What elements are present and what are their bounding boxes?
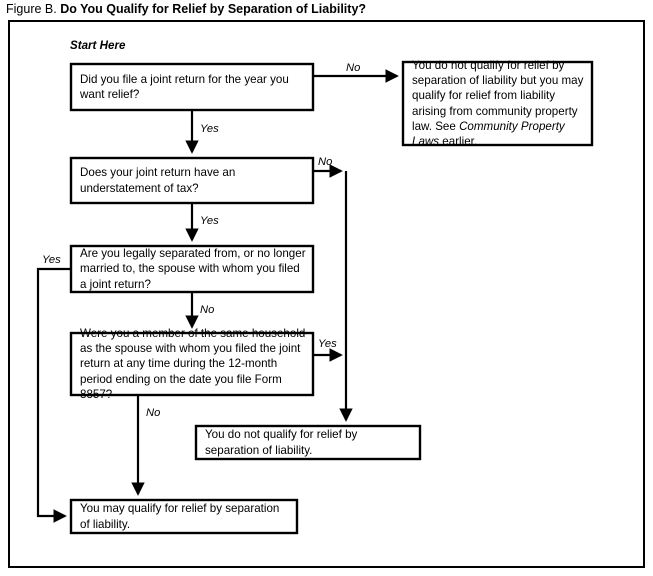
edge-label-q4-yes: Yes bbox=[318, 338, 337, 350]
box-community-outline bbox=[401, 60, 594, 147]
box-q4: Were you a member of the same household … bbox=[71, 327, 313, 401]
box-may-qualify-outline bbox=[69, 498, 299, 535]
edge-label-q2-no: No bbox=[318, 156, 333, 168]
community-property-laws-ref: Community Property Laws bbox=[412, 119, 565, 148]
box-q1: Did you file a joint return for the year… bbox=[71, 64, 313, 110]
box-q4-text: Were you a member of the same household … bbox=[80, 327, 306, 401]
box-q4-outline bbox=[69, 331, 315, 397]
edge-label-q3-yes: Yes bbox=[42, 254, 61, 266]
edge-label-q1-no: No bbox=[346, 62, 361, 74]
figure-label: Figure B. bbox=[6, 2, 57, 16]
box-no-relief-text: You do not qualify for relief by separat… bbox=[205, 428, 358, 457]
box-q1-outline bbox=[69, 62, 315, 112]
start-here-label: Start Here bbox=[70, 39, 126, 52]
edge-label-q1-yes: Yes bbox=[200, 123, 219, 135]
edge-q3-yes bbox=[36, 267, 71, 523]
box-q1-text: Did you file a joint return for the year… bbox=[80, 72, 289, 101]
box-q2: Does your joint return have an understat… bbox=[71, 158, 313, 203]
box-q3: Are you legally separated from, or no lo… bbox=[71, 246, 313, 292]
box-no-relief: You do not qualify for relief by separat… bbox=[196, 426, 420, 459]
community-text-part1: You do not qualify for relief by separat… bbox=[412, 58, 584, 133]
box-no-relief-outline bbox=[194, 424, 422, 461]
community-text-part2: earlier. bbox=[439, 134, 478, 148]
box-q2-text: Does your joint return have an understat… bbox=[80, 166, 236, 195]
box-community-property-text: You do not qualify for relief by separat… bbox=[403, 58, 592, 149]
box-may-qualify-text: You may qualify for relief by separation… bbox=[80, 502, 280, 531]
edge-label-q3-no: No bbox=[200, 304, 215, 316]
figure-title: Figure B. Do You Qualify for Relief by S… bbox=[6, 2, 366, 17]
page-title: Do You Qualify for Relief by Separation … bbox=[60, 2, 367, 16]
box-q3-text: Are you legally separated from, or no lo… bbox=[80, 247, 306, 291]
box-q2-outline bbox=[69, 156, 315, 205]
edge-label-q4-no: No bbox=[146, 407, 161, 419]
box-community-property: You do not qualify for relief by separat… bbox=[403, 59, 592, 148]
edge-label-q2-yes: Yes bbox=[200, 215, 219, 227]
box-may-qualify: You may qualify for relief by separation… bbox=[71, 500, 297, 533]
